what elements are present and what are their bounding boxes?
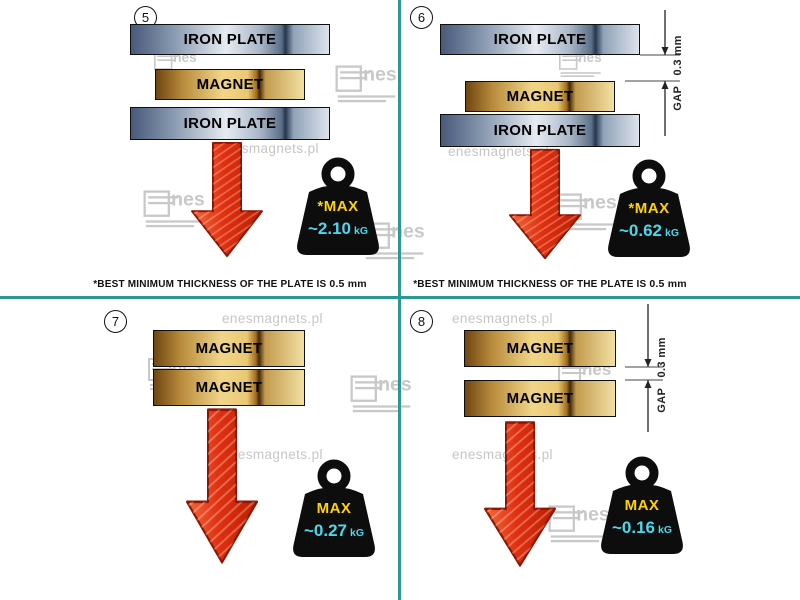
gap-label: GAP 0.3 mm [656,337,668,413]
watermark-text: enesmagnets.pl [448,144,549,159]
magnet-bar: MAGNET [153,369,305,406]
magnet-bar: MAGNET [464,330,616,367]
down-arrow-icon [186,408,258,564]
enes-logo-watermark: nes [350,373,420,414]
divider-vertical [398,0,401,600]
note-text: *BEST MINIMUM THICKNESS OF THE PLATE IS [413,279,647,290]
note-value: 0.5 mm [329,278,367,290]
max-label: MAX [316,500,352,517]
magnet-label: MAGNET [506,88,574,105]
weight-value: ~2.10 [307,219,351,238]
iron-plate: IRON PLATE [440,114,640,147]
weight-value: ~0.27 [303,521,347,540]
panel-number: 6 [410,6,433,29]
max-label: *MAX [628,200,670,217]
iron-plate-label: IRON PLATE [493,122,587,139]
iron-plate: IRON PLATE [440,24,640,55]
iron-plate-label: IRON PLATE [183,115,277,132]
magnet-bar: MAGNET [464,380,616,417]
note-value: 0.5 mm [649,278,687,290]
iron-plate-label: IRON PLATE [183,31,277,48]
note: *BEST MINIMUM THICKNESS OF THE PLATE IS … [400,278,700,290]
watermark-text: enesmagnets.pl [218,141,319,156]
enes-logo-watermark: nes [143,188,213,229]
note-text: *BEST MINIMUM THICKNESS OF THE PLATE IS [93,279,327,290]
kettlebell-shape [293,459,375,557]
gap-dimension [625,10,680,136]
iron-plate-label: IRON PLATE [493,31,587,48]
magnet-bar: MAGNET [153,330,305,367]
note: *BEST MINIMUM THICKNESS OF THE PLATE IS … [60,278,400,290]
kettlebell-shape [297,157,379,255]
magnet-label: MAGNET [195,379,263,396]
down-arrow-icon [509,148,581,260]
weight-unit: kG [658,524,673,536]
weight-unit: kG [665,227,680,239]
magnet-label: MAGNET [196,76,264,93]
panel-number: 7 [104,310,127,333]
magnet-bar: MAGNET [155,69,305,100]
gap-dimension [625,304,663,432]
magnet-label: MAGNET [195,340,263,357]
watermark-text: enesmagnets.pl [222,447,323,462]
panel-5: 5 IRON PLATE MAGNET IRON PLATE *MAX ~2.1… [0,0,400,300]
watermark-text: enesmagnets.pl [222,311,323,326]
iron-plate: IRON PLATE [130,107,330,140]
max-label: *MAX [317,198,359,215]
iron-plate: IRON PLATE [130,24,330,55]
weight-value: ~0.16 [611,518,655,537]
down-arrow-icon [191,141,263,258]
enes-logo-watermark: nes [548,503,618,544]
divider-horizontal [0,296,800,299]
kettlebell-shape [601,456,683,554]
panel-6: 6 IRON PLATE MAGNET IRON PLATE GAP 0.3 m… [400,0,800,300]
magnet-label: MAGNET [506,390,574,407]
down-arrow-icon [484,421,556,567]
kettlebell-shape [608,159,690,257]
weight-value: ~0.62 [618,221,662,240]
gap-label: GAP 0.3 mm [672,35,684,111]
panel-number: 8 [410,310,433,333]
enes-logo-watermark: nes [335,63,405,104]
magnet-label: MAGNET [506,340,574,357]
weight-unit: kG [350,527,365,539]
magnet-bar: MAGNET [465,81,615,112]
max-label: MAX [624,497,660,514]
weight-unit: kG [354,225,369,237]
watermark-text: enesmagnets.pl [452,311,553,326]
